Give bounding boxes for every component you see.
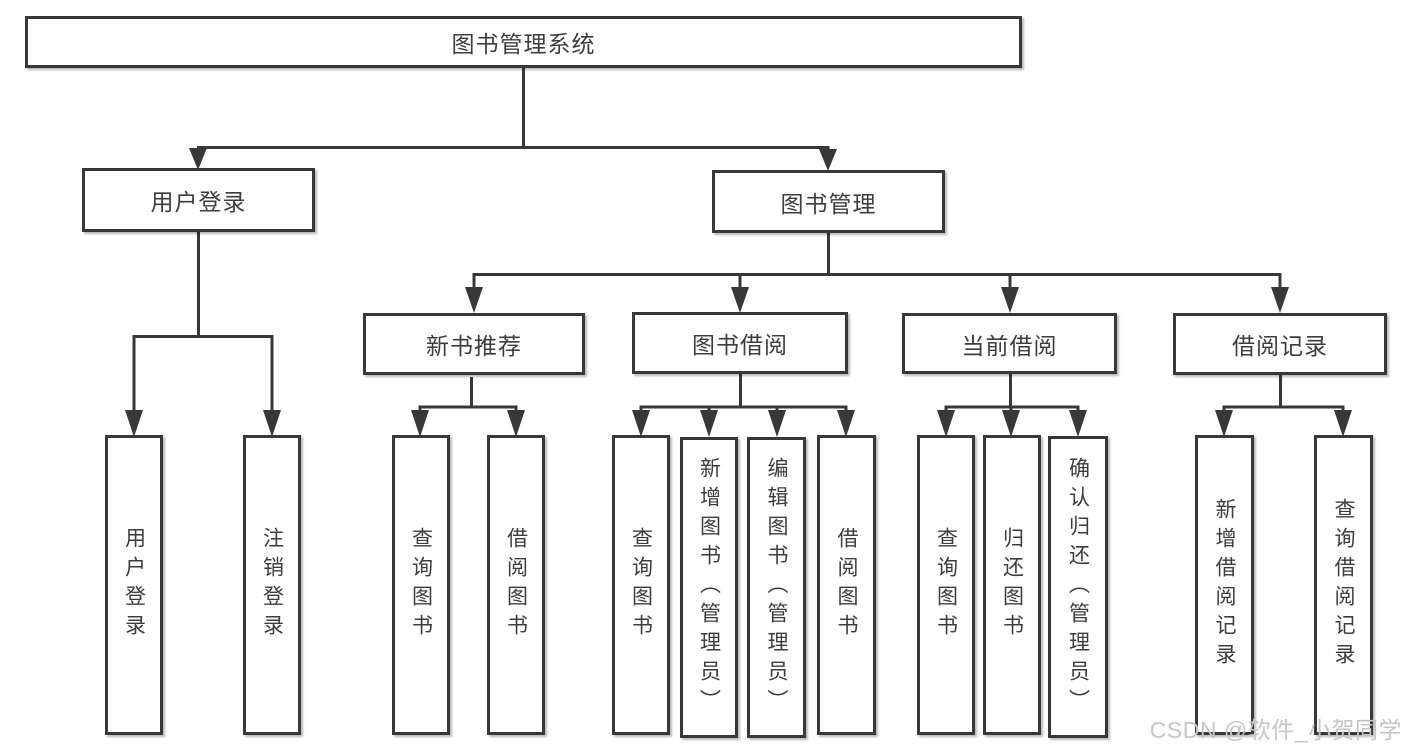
node-current-borrow: 当前借阅 bbox=[902, 313, 1117, 374]
node-new-books-label: 新书推荐 bbox=[426, 333, 522, 359]
leaf-current-confirm-return-admin-label: 确认归还（管理员） bbox=[1066, 456, 1090, 718]
leaf-recommend-borrow-books-label: 借阅图书 bbox=[504, 527, 528, 643]
leaf-current-return-books: 归还图书 bbox=[983, 435, 1041, 735]
leaf-records-query-record-label: 查询借阅记录 bbox=[1332, 498, 1355, 672]
leaf-borrow-borrow-books: 借阅图书 bbox=[817, 435, 876, 735]
leaf-borrow-add-books-admin-label: 新增图书（管理员） bbox=[697, 457, 721, 718]
csdn-watermark: CSDN @软件_小贺同学 bbox=[1149, 717, 1402, 743]
node-new-books: 新书推荐 bbox=[363, 313, 585, 375]
node-user-login: 用户登录 bbox=[82, 168, 315, 232]
node-root: 图书管理系统 bbox=[25, 16, 1022, 68]
leaf-borrow-add-books-admin: 新增图书（管理员） bbox=[680, 437, 738, 738]
leaf-user-login-label: 用户登录 bbox=[122, 527, 146, 643]
leaf-records-add-record-label: 新增借阅记录 bbox=[1213, 498, 1236, 672]
node-borrow-records-label: 借阅记录 bbox=[1232, 333, 1328, 359]
leaf-records-add-record: 新增借阅记录 bbox=[1195, 435, 1254, 735]
leaf-recommend-query-books-label: 查询图书 bbox=[409, 527, 433, 643]
leaf-borrow-query-books-label: 查询图书 bbox=[629, 527, 653, 643]
node-current-borrow-label: 当前借阅 bbox=[961, 332, 1058, 359]
node-book-borrow: 图书借阅 bbox=[632, 312, 848, 374]
node-book-borrow-label: 图书借阅 bbox=[692, 332, 788, 358]
leaf-logout-label: 注销登录 bbox=[260, 527, 284, 643]
edge-current-borrow-fork bbox=[944, 374, 1080, 414]
node-book-mgmt-label: 图书管理 bbox=[780, 190, 877, 217]
edge-root-split bbox=[197, 68, 830, 149]
edge-borrow-records-fork bbox=[1222, 375, 1345, 414]
leaf-recommend-query-books: 查询图书 bbox=[392, 435, 450, 735]
edge-new-books-fork bbox=[418, 377, 518, 414]
leaf-current-return-books-label: 归还图书 bbox=[1000, 527, 1024, 643]
leaf-borrow-edit-books-admin: 编辑图书（管理员） bbox=[747, 437, 806, 738]
leaf-current-confirm-return-admin: 确认归还（管理员） bbox=[1048, 436, 1108, 738]
edge-user-login-fork bbox=[132, 232, 274, 414]
edge-book-borrow-fork bbox=[639, 374, 848, 414]
leaf-user-login: 用户登录 bbox=[105, 435, 163, 735]
leaf-borrow-edit-books-admin-label: 编辑图书（管理员） bbox=[765, 457, 788, 718]
leaf-records-query-record: 查询借阅记录 bbox=[1314, 435, 1373, 735]
leaf-current-query-books: 查询图书 bbox=[917, 435, 975, 735]
edge-book-mgmt-split bbox=[472, 233, 1282, 291]
leaf-current-query-books-label: 查询图书 bbox=[934, 527, 958, 643]
leaf-borrow-borrow-books-label: 借阅图书 bbox=[835, 527, 858, 643]
node-book-mgmt: 图书管理 bbox=[712, 170, 945, 233]
leaf-recommend-borrow-books: 借阅图书 bbox=[487, 435, 545, 735]
leaf-logout: 注销登录 bbox=[243, 435, 301, 735]
node-root-label: 图书管理系统 bbox=[451, 31, 596, 57]
leaf-borrow-query-books: 查询图书 bbox=[612, 435, 670, 735]
node-borrow-records: 借阅记录 bbox=[1173, 313, 1387, 375]
node-user-login-label: 用户登录 bbox=[150, 189, 247, 215]
arrowheads bbox=[125, 148, 1352, 437]
